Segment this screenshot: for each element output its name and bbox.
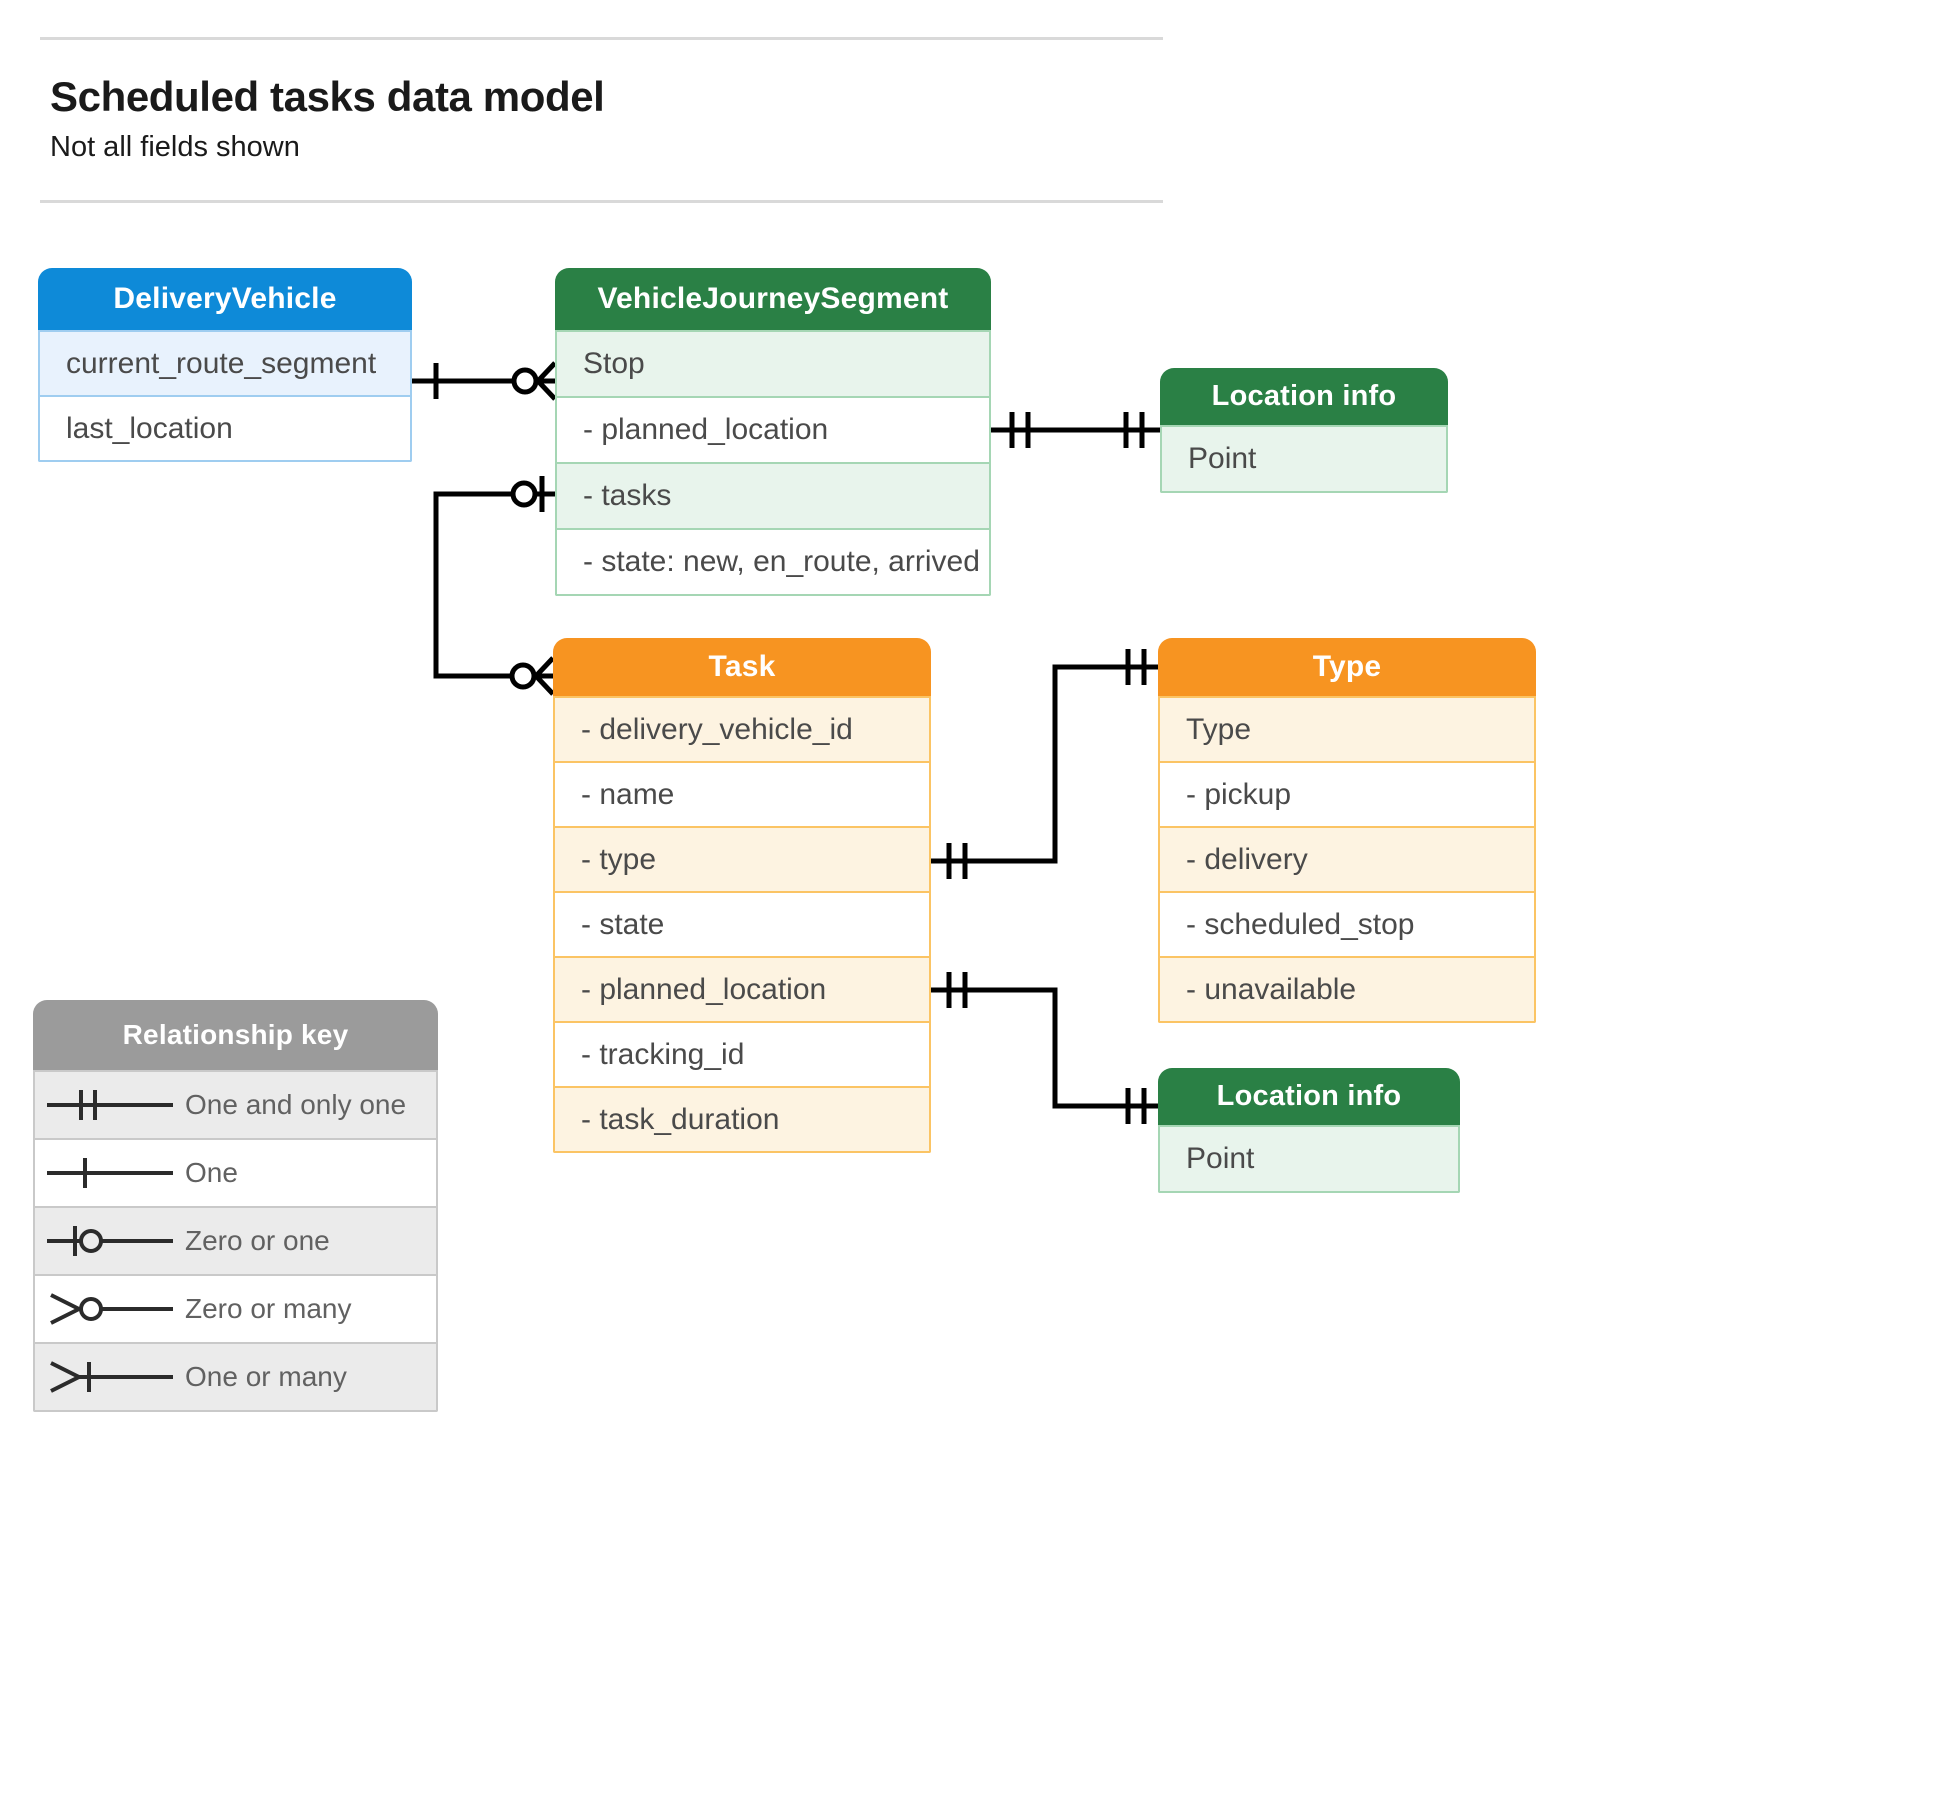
entity-field: - planned_location (555, 956, 929, 1021)
entity-field: Point (1162, 425, 1446, 491)
entity-delivery-vehicle[interactable]: DeliveryVehicle current_route_segment la… (38, 268, 412, 462)
connector-delivery-vehicle-to-vjs (412, 361, 557, 401)
connector-vjs-tasks-to-task (433, 476, 555, 696)
entity-field: - scheduled_stop (1160, 891, 1534, 956)
entity-title-delivery-vehicle: DeliveryVehicle (38, 268, 412, 330)
legend-item: One (35, 1138, 436, 1206)
connector-task-location-to-location-info-2 (931, 972, 1158, 1124)
legend-item: Zero or one (35, 1206, 436, 1274)
entity-field: last_location (40, 395, 410, 460)
entity-field: - type (555, 826, 929, 891)
entity-field: - pickup (1160, 761, 1534, 826)
entity-field: - tasks (557, 462, 989, 528)
entity-field: - name (555, 761, 929, 826)
entity-title-type: Type (1158, 638, 1536, 696)
entity-field: - planned_location (557, 396, 989, 462)
entity-body-location-info-2: Point (1158, 1125, 1460, 1193)
entity-field: Type (1160, 696, 1534, 761)
connector-task-type-to-type (931, 649, 1158, 879)
entity-body-task: - delivery_vehicle_id - name - type - st… (553, 696, 931, 1153)
page-subtitle: Not all fields shown (50, 131, 300, 163)
entity-location-info-2[interactable]: Location info Point (1158, 1068, 1460, 1193)
connector-vjs-to-location-info-1 (991, 412, 1160, 448)
entity-task[interactable]: Task - delivery_vehicle_id - name - type… (553, 638, 931, 1153)
one-icon (35, 1153, 185, 1193)
page-title: Scheduled tasks data model (50, 73, 605, 120)
entity-field: - delivery_vehicle_id (555, 696, 929, 761)
entity-title-location-info-1: Location info (1160, 368, 1448, 425)
entity-title-location-info-2: Location info (1158, 1068, 1460, 1125)
entity-location-info-1[interactable]: Location info Point (1160, 368, 1448, 493)
legend-item-label: One and only one (185, 1089, 407, 1120)
entity-body-type: Type - pickup - delivery - scheduled_sto… (1158, 696, 1536, 1023)
entity-body-delivery-vehicle: current_route_segment last_location (38, 330, 412, 462)
entity-title-task: Task (553, 638, 931, 696)
entity-field: - unavailable (1160, 956, 1534, 1021)
one-or-many-icon (35, 1357, 185, 1397)
entity-field: Point (1160, 1125, 1458, 1191)
entity-title-vehicle-journey-segment: VehicleJourneySegment (555, 268, 991, 330)
entity-body-location-info-1: Point (1160, 425, 1448, 493)
legend-item: One or many (35, 1342, 436, 1410)
legend-title: Relationship key (33, 1000, 438, 1070)
header-divider-top (40, 37, 1163, 40)
entity-type[interactable]: Type Type - pickup - delivery - schedule… (1158, 638, 1536, 1023)
legend-item-label: One or many (185, 1361, 347, 1392)
entity-field: current_route_segment (40, 330, 410, 395)
legend-item-label: Zero or many (185, 1293, 352, 1324)
zero-or-many-icon (35, 1289, 185, 1329)
header-divider-bottom (40, 200, 1163, 203)
entity-field: - delivery (1160, 826, 1534, 891)
entity-field: - state: new, en_route, arrived (557, 528, 989, 594)
entity-vehicle-journey-segment[interactable]: VehicleJourneySegment Stop - planned_loc… (555, 268, 991, 596)
entity-field: Stop (557, 330, 989, 396)
entity-field: - task_duration (555, 1086, 929, 1151)
legend-item: One and only one (35, 1070, 436, 1138)
entity-body-vehicle-journey-segment: Stop - planned_location - tasks - state:… (555, 330, 991, 596)
legend-item: Zero or many (35, 1274, 436, 1342)
legend-body: One and only one One (33, 1070, 438, 1412)
legend-item-label: One (185, 1157, 238, 1188)
zero-or-one-icon (35, 1221, 185, 1261)
one-and-only-one-icon (35, 1085, 185, 1125)
relationship-key-legend[interactable]: Relationship key One and only one (33, 1000, 438, 1412)
entity-field: - tracking_id (555, 1021, 929, 1086)
entity-field: - state (555, 891, 929, 956)
legend-item-label: Zero or one (185, 1225, 330, 1256)
